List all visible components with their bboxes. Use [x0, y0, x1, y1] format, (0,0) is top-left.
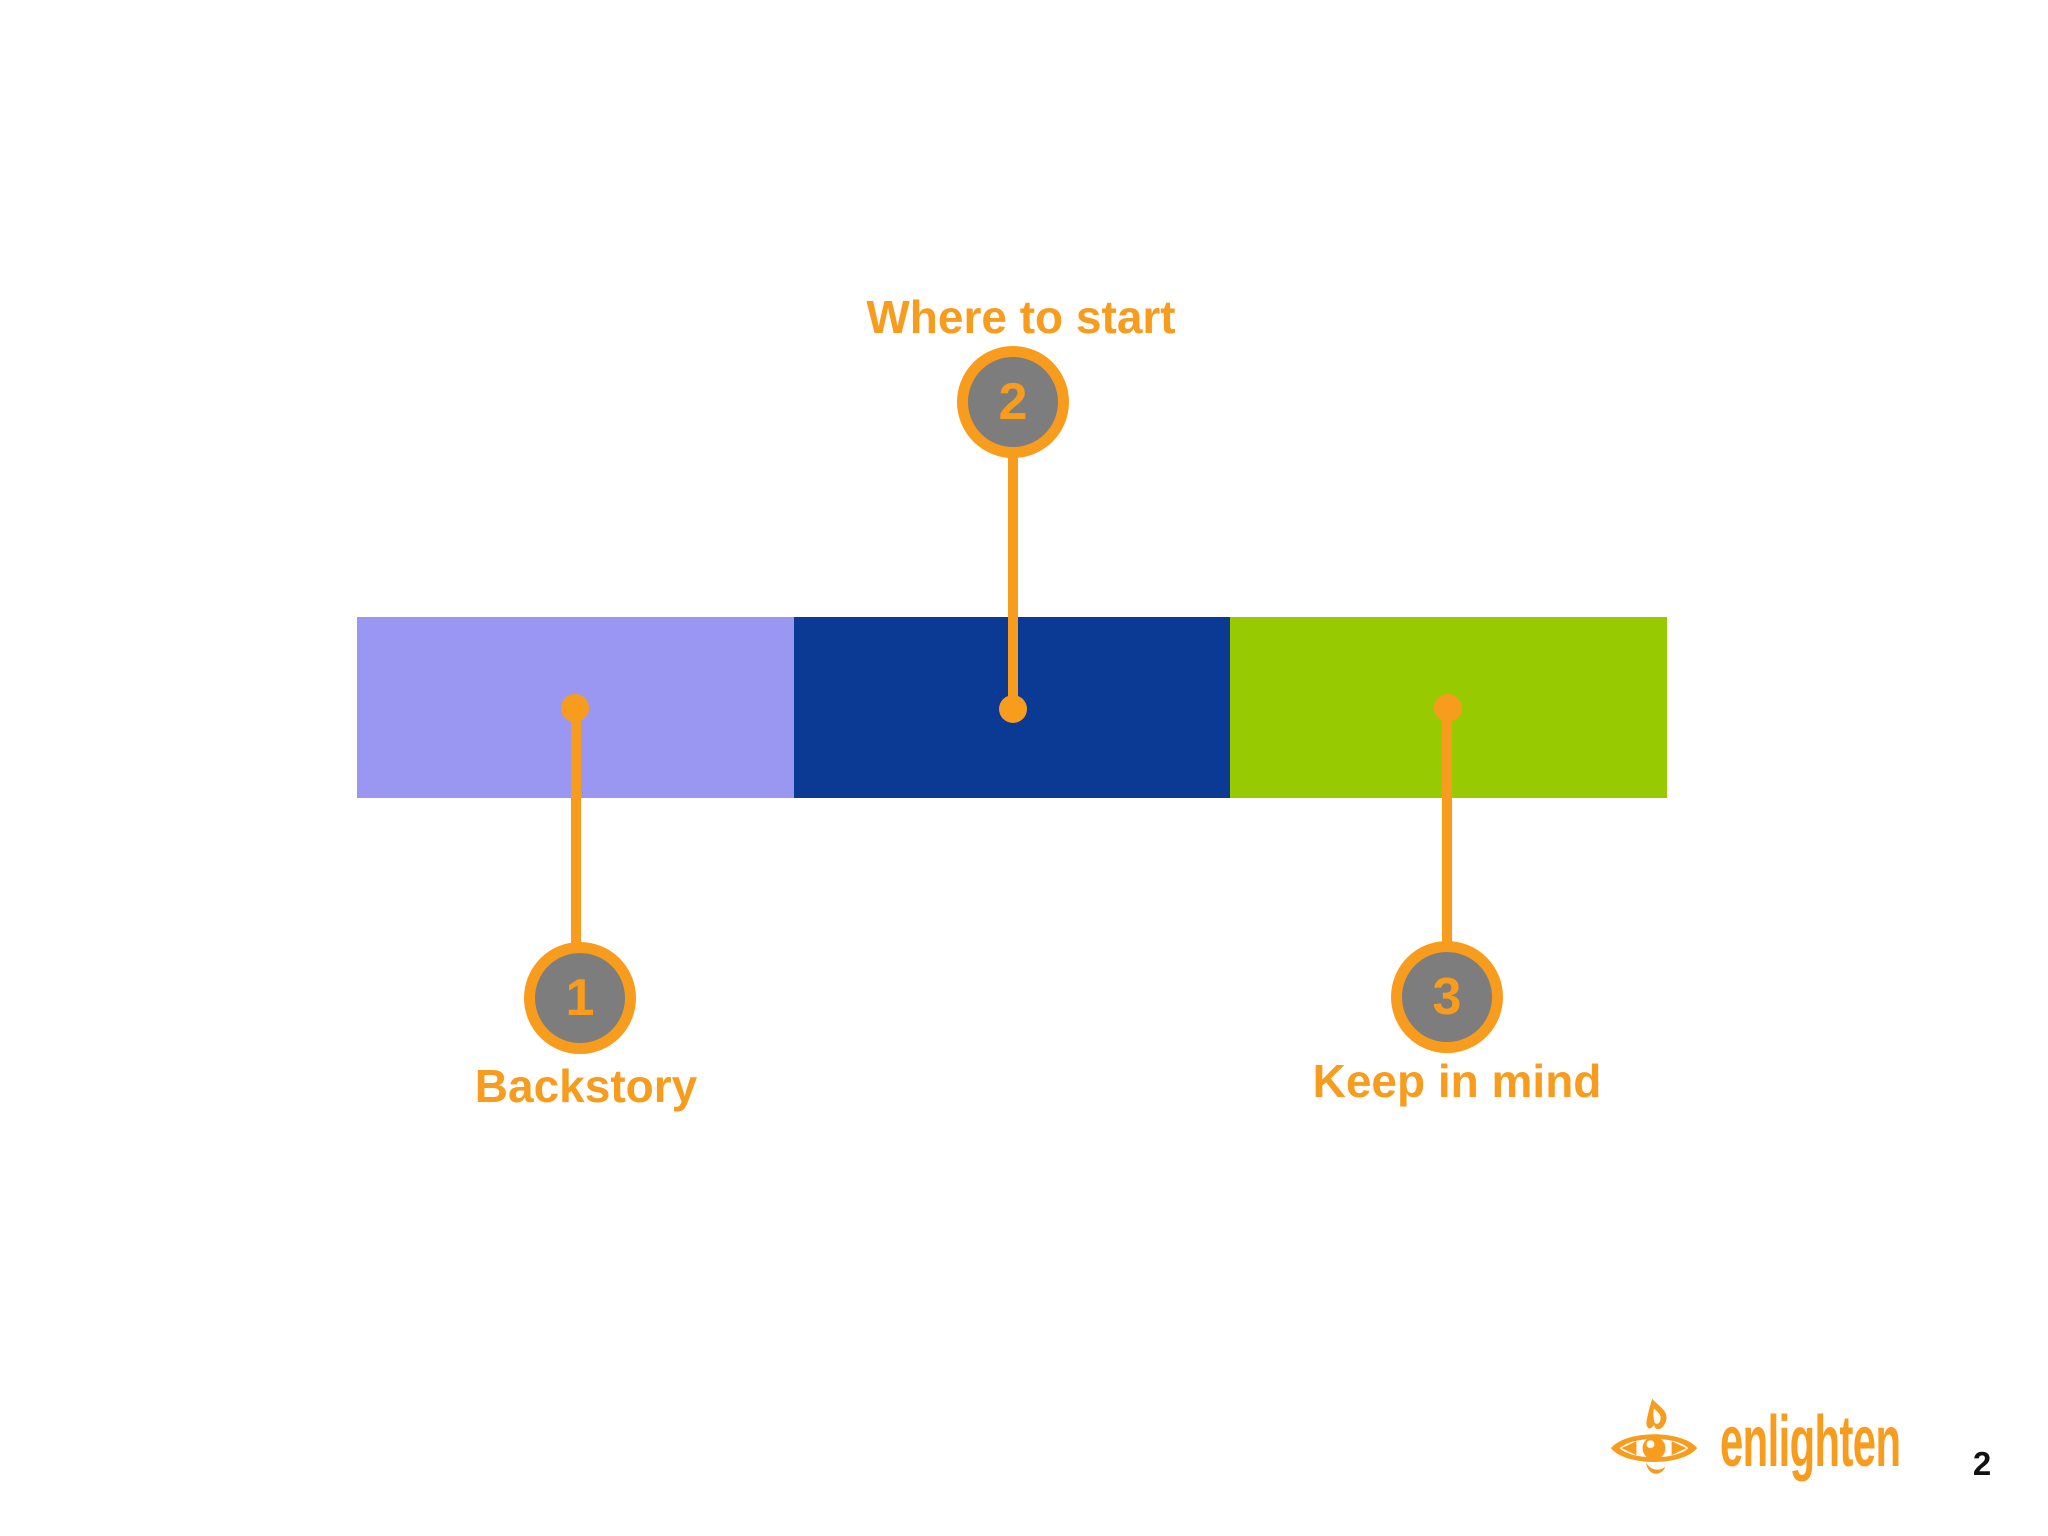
- callout-label-keep-in-mind: Keep in mind: [1312, 1055, 1602, 1107]
- step-circle-2: 2: [957, 346, 1069, 458]
- enlighten-logo-text: enlighten: [1720, 1402, 1901, 1482]
- connector-dot-3: [1434, 694, 1462, 722]
- step-circle-1: 1: [524, 942, 636, 1054]
- page-number: 2: [1972, 1445, 1992, 1482]
- step-circle-3: 3: [1391, 941, 1503, 1053]
- connector-dot-2: [999, 695, 1027, 723]
- connector-dot-1: [561, 694, 589, 722]
- callout-label-backstory: Backstory: [474, 1060, 698, 1112]
- connector-line-1: [571, 706, 581, 946]
- connector-line-3: [1442, 706, 1452, 945]
- enlighten-eye-flame-icon: [1610, 1398, 1698, 1474]
- step-number-2: 2: [998, 373, 1028, 431]
- connector-line-2: [1008, 450, 1018, 712]
- enlighten-logo: enlighten: [1606, 1398, 2031, 1486]
- step-number-1: 1: [565, 969, 595, 1027]
- callout-label-where-to-start: Where to start: [866, 291, 1176, 343]
- step-number-3: 3: [1432, 968, 1462, 1026]
